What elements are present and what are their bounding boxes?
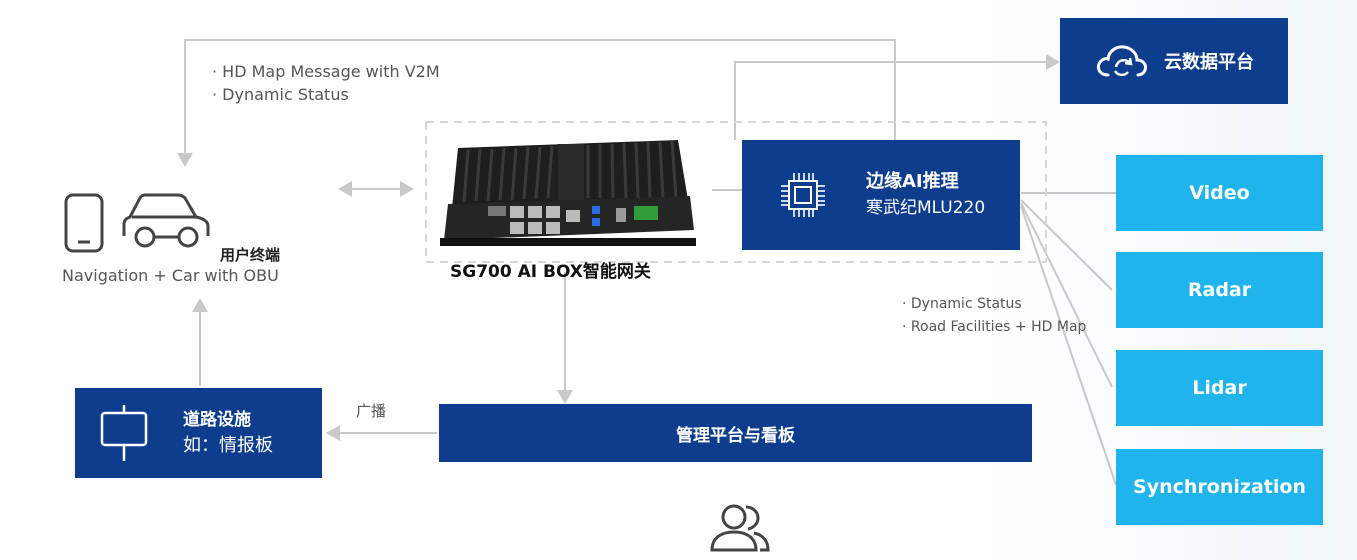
cloud-platform-box[interactable]: 云数据平台 (1060, 18, 1288, 104)
gateway-device-image (438, 138, 696, 250)
road-facilities-subtitle: 如：情报板 (183, 435, 273, 456)
edge-ai-title: 边缘AI推理 (866, 171, 959, 192)
road-facilities-box[interactable]: 道路设施 如：情报板 (75, 388, 322, 478)
edge-ai-inference-box[interactable]: 边缘AI推理 寒武纪MLU220 (742, 140, 1020, 250)
sensor-synchronization[interactable]: Synchronization (1116, 449, 1323, 525)
broadcast-label: 广播 (356, 402, 387, 420)
v2m-notes: · HD Map Message with V2M · Dynamic Stat… (212, 60, 440, 106)
management-platform-box[interactable]: 管理平台与看板 (439, 404, 1032, 462)
terminal-title: 用户终端 (220, 246, 281, 264)
v2m-line-1: · HD Map Message with V2M (212, 62, 440, 81)
users-icon (706, 500, 774, 556)
management-platform-label: 管理平台与看板 (676, 425, 795, 446)
sensor-radar[interactable]: Radar (1116, 252, 1323, 328)
sensor-video[interactable]: Video (1116, 155, 1323, 231)
cloud-platform-label: 云数据平台 (1164, 52, 1254, 73)
edge-status-line-1: · Dynamic Status (902, 296, 1022, 312)
terminal-subtitle: Navigation + Car with OBU (62, 266, 279, 285)
cloud-sync-icon (1096, 45, 1147, 77)
car-icon (118, 190, 214, 254)
edge-status-line-2: · Road Facilities + HD Map (902, 319, 1087, 335)
gateway-label: SG700 AI BOX智能网关 (450, 262, 651, 282)
sensor-lidar[interactable]: Lidar (1116, 350, 1323, 426)
edge-ai-subtitle: 寒武纪MLU220 (866, 198, 986, 218)
sign-board-icon (100, 405, 148, 461)
phone-icon (62, 192, 110, 254)
road-facilities-text: 道路设施 如：情报板 (183, 407, 273, 459)
edge-status-notes: · Dynamic Status · Road Facilities + HD … (902, 293, 1086, 339)
v2m-line-2: · Dynamic Status (212, 85, 349, 104)
road-facilities-title: 道路设施 (183, 410, 251, 430)
chip-icon (781, 173, 825, 217)
edge-ai-text: 边缘AI推理 寒武纪MLU220 (866, 169, 985, 221)
